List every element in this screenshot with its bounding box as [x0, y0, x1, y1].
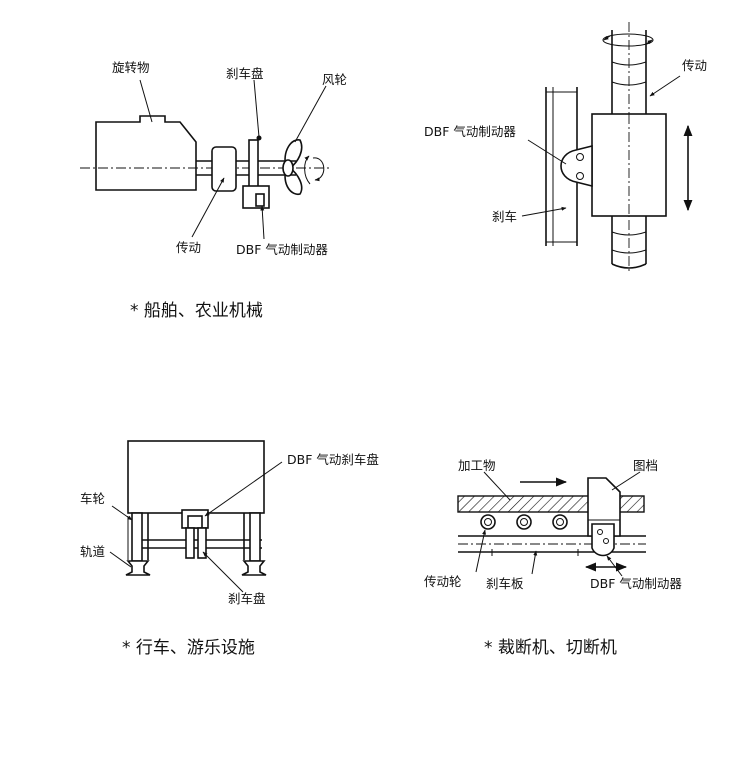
label-disc-brake: DBF 气动刹车盘 [287, 452, 379, 467]
fan-blade-top [284, 139, 303, 169]
caption-cutting: * 裁断机、切断机 [484, 638, 617, 658]
left-wheel [131, 512, 143, 562]
label-work: 加工物 [458, 458, 496, 473]
label-track: 轨道 [80, 544, 106, 559]
fan-hub [282, 159, 294, 177]
leader-plate [531, 550, 538, 575]
caliper-piston [255, 193, 265, 207]
leader-drive [191, 177, 225, 238]
leader-track [109, 551, 132, 568]
leader-brake-c [606, 555, 623, 577]
leader-rotating [139, 79, 153, 123]
panel-marine: 旋转物 刹车盘 风轮 传动 DBF 气动制动器 * 船舶、农业机械 [80, 60, 347, 321]
rotation-arrow-icon [312, 157, 325, 182]
panel-crane: DBF 气动刹车盘 车轮 轨道 刹车盘 * 行车、游乐设施 [80, 440, 379, 658]
shaft-end [611, 263, 647, 269]
leader-work [483, 471, 511, 501]
caption-marine: * 船舶、农业机械 [130, 301, 263, 321]
label-drive-v: 传动 [682, 58, 707, 73]
label-brake: DBF 气动制动器 [236, 242, 328, 257]
label-stop: 图档 [633, 458, 658, 473]
rotation-arrow-icon [602, 33, 654, 47]
caption-crane: * 行车、游乐设施 [122, 638, 255, 658]
leader-brake [260, 205, 265, 240]
vertical-brake-unit [560, 144, 593, 188]
panel-vertical: 传动 DBF 气动制动器 刹车 [424, 22, 707, 272]
leader-drive-v [649, 75, 681, 97]
label-roller: 传动轮 [424, 574, 462, 589]
label-disc-crane: 刹车盘 [228, 591, 266, 606]
left-rail [125, 560, 151, 576]
leader-roller [475, 529, 487, 573]
label-wheel: 车轮 [80, 491, 105, 506]
leader-disc-crane [202, 551, 244, 593]
label-fan: 风轮 [322, 72, 347, 87]
label-drive: 传动 [176, 240, 201, 255]
panel-cutting: 加工物 图档 传动轮 刹车板 DBF 气动制动器 * 裁断机、切断机 [424, 458, 682, 658]
leader-stop [611, 471, 641, 491]
leader-disc [253, 79, 260, 138]
label-rail-v: 刹车 [492, 209, 517, 224]
brake-disc-crane [197, 527, 207, 559]
fan-blade-bottom [284, 167, 303, 195]
rollers [480, 514, 568, 530]
label-brake-c: DBF 气动制动器 [590, 576, 682, 591]
leader-brake-v [527, 139, 567, 165]
label-plate: 刹车板 [486, 576, 524, 591]
leader-wheel [111, 505, 133, 521]
leader-disc-brake [204, 461, 283, 517]
crane-body [127, 440, 265, 514]
drive-coupling [211, 146, 237, 192]
leader-fan [294, 85, 327, 143]
label-brake-v: DBF 气动制动器 [424, 124, 516, 139]
label-disc: 刹车盘 [226, 66, 264, 81]
label-rotating: 旋转物 [112, 60, 150, 75]
right-rail [241, 560, 267, 576]
cutting-brake-unit [591, 523, 615, 557]
stop-block [587, 477, 621, 537]
leader-rail-v [521, 206, 567, 217]
rotating-body [95, 115, 197, 191]
right-wheel [249, 512, 261, 562]
disc-marker [256, 135, 262, 141]
shaft-texture [611, 61, 647, 254]
